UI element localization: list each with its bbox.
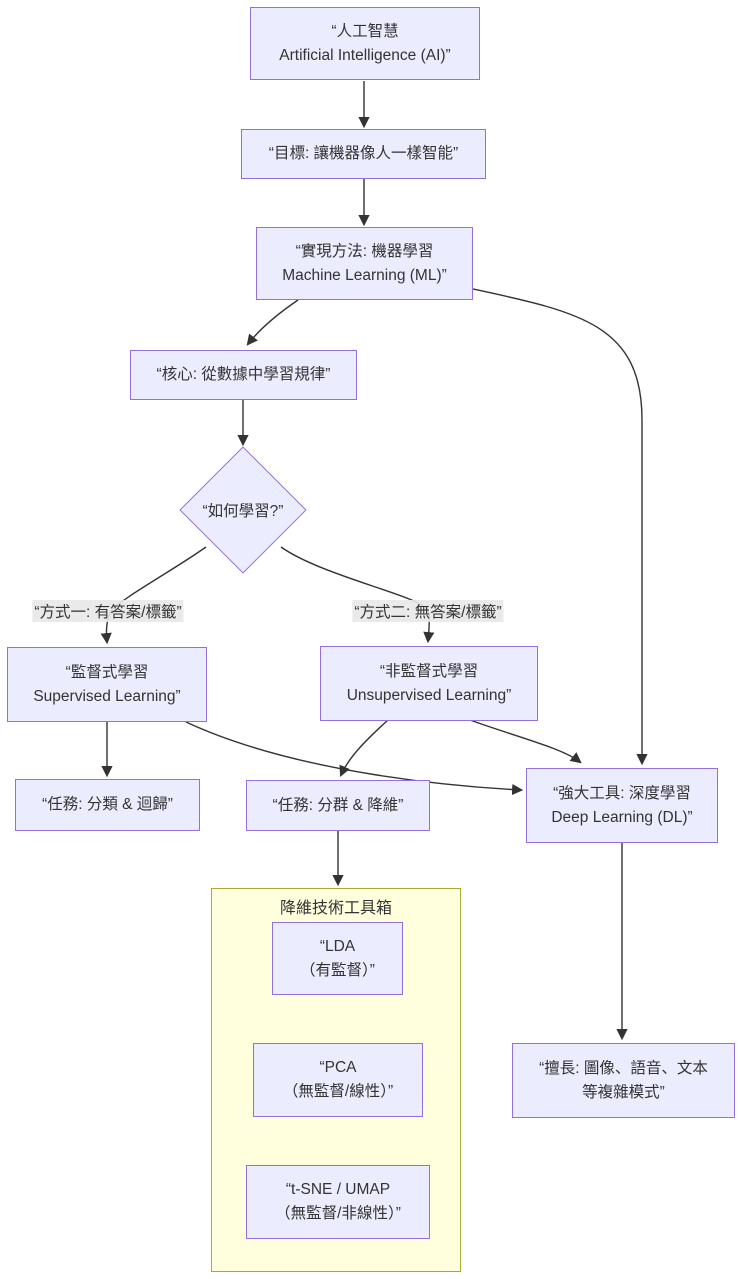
edge-ml-core <box>246 299 299 346</box>
node-task-clustering: “任務: 分群 & 降維” <box>246 780 430 831</box>
edge-decision-unsupervised <box>280 546 435 644</box>
node-deep-learning: “強大工具: 深度學習 Deep Learning (DL)” <box>526 768 718 843</box>
edge-ml-dl <box>472 288 648 766</box>
subgraph-title: 降維技術工具箱 <box>279 900 392 917</box>
node-core-line1: “核心: 從數據中學習規律” <box>156 366 331 383</box>
node-dl-strength-line1: “擅長: 圖像、語音、文本 <box>539 1059 708 1077</box>
node-tsne-umap-line2: （無監督/非線性）” <box>275 1205 401 1222</box>
node-ai: “人工智慧 Artificial Intelligence (AI)” <box>250 7 480 80</box>
node-decision-label: “如何學習?” <box>202 503 284 520</box>
node-task-classification-line1: “任務: 分類 & 迴歸” <box>42 796 173 813</box>
edge-supervised-dl <box>185 721 524 796</box>
node-lda-line1: “LDA <box>319 937 356 955</box>
node-deep-learning-line1: “強大工具: 深度學習 <box>553 784 691 802</box>
edge-label-way2: “方式二: 無答案/標籤” <box>352 600 504 622</box>
node-pca-line1: “PCA <box>319 1059 357 1076</box>
node-dl-strength: “擅長: 圖像、語音、文本 等複雜模式” <box>512 1043 735 1118</box>
node-supervised-line1: “監督式學習 <box>65 663 149 681</box>
node-unsupervised: “非監督式學習 Unsupervised Learning” <box>320 646 538 721</box>
node-goal-line1: “目標: 讓機器像人一樣智能” <box>268 145 459 162</box>
node-unsupervised-line2: Unsupervised Learning” <box>346 686 512 704</box>
node-supervised: “監督式學習 Supervised Learning” <box>7 647 207 722</box>
node-lda-line2: （有監督）” <box>300 961 375 979</box>
node-unsupervised-line1: “非監督式學習 <box>379 662 479 680</box>
node-supervised-line2: Supervised Learning” <box>33 687 181 705</box>
node-task-classification: “任務: 分類 & 迴歸” <box>15 779 200 831</box>
node-lda: “LDA （有監督）” <box>272 922 403 995</box>
node-ml: “實現方法: 機器學習 Machine Learning (ML)” <box>256 227 473 300</box>
node-goal: “目標: 讓機器像人一樣智能” <box>241 129 486 179</box>
node-dl-strength-line2: 等複雜模式” <box>582 1083 665 1101</box>
edge-unsupervised-taskcluster <box>339 719 389 778</box>
node-ml-line2: Machine Learning (ML)” <box>282 266 447 284</box>
node-deep-learning-line2: Deep Learning (DL)” <box>551 808 693 826</box>
node-tsne-umap: “t-SNE / UMAP （無監督/非線性）” <box>246 1165 430 1239</box>
edge-unsupervised-dl <box>469 719 582 764</box>
node-tsne-umap-line1: “t-SNE / UMAP <box>285 1181 391 1198</box>
node-pca-line2: （無監督/線性）” <box>282 1083 394 1100</box>
node-ml-line1: “實現方法: 機器學習 <box>295 242 434 260</box>
node-task-clustering-line1: “任務: 分群 & 降維” <box>272 796 404 814</box>
node-ai-line1: “人工智慧 <box>331 22 399 40</box>
node-ai-line2: Artificial Intelligence (AI)” <box>279 46 451 64</box>
edge-decision-supervised <box>100 546 207 645</box>
node-pca: “PCA （無監督/線性）” <box>253 1043 423 1117</box>
node-core: “核心: 從數據中學習規律” <box>130 350 357 400</box>
edge-label-way1: “方式一: 有答案/標籤” <box>32 600 184 622</box>
